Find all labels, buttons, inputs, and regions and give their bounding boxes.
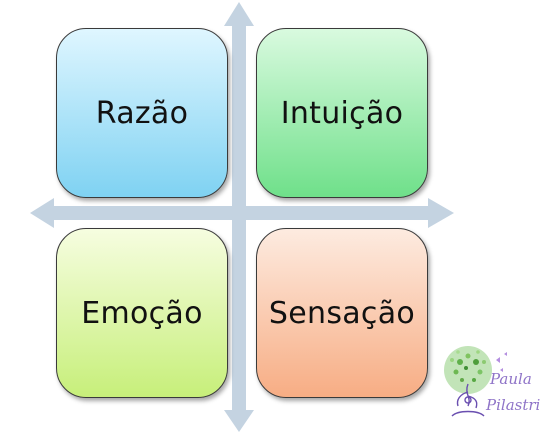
quadrant-intuicao: Intuição [256, 28, 428, 198]
quadrant-emocao-label: Emoção [81, 295, 203, 331]
quadrant-intuicao-label: Intuição [280, 95, 404, 131]
quadrant-sensacao: Sensação [256, 228, 428, 398]
quadrant-razao: Razão [56, 28, 228, 198]
quadrant-emocao: Emoção [56, 228, 228, 398]
tree-foliage-icon [444, 346, 492, 394]
logo-text-line2: Pilastri [485, 396, 541, 414]
paula-pilastri-logo: Paula Pilastri [444, 346, 541, 417]
horizontal-axis-arrow [30, 198, 454, 228]
tree-trunk-figure-icon [451, 383, 485, 417]
quadrant-sensacao-label: Sensação [268, 295, 416, 331]
butterfly-icons [496, 352, 507, 372]
quadrant-razao-label: Razão [95, 95, 189, 131]
logo-text-line1: Paula [489, 370, 532, 388]
